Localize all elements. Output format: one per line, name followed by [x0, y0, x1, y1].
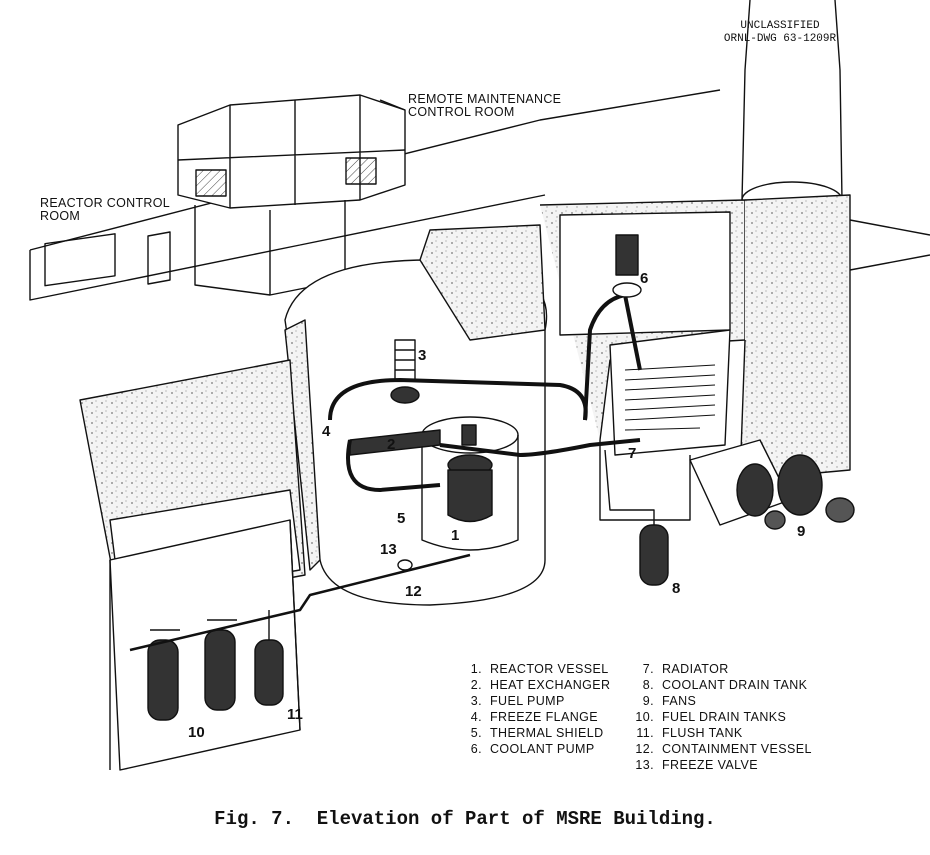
legend-item: 3. FUEL PUMP	[460, 693, 610, 709]
drain-cell	[79, 359, 306, 771]
drawing-number: ORNL-DWG 63-1209R	[723, 33, 837, 45]
legend-label: REACTOR VESSEL	[490, 662, 609, 676]
legend-num: 6.	[470, 742, 482, 756]
flush-tank	[254, 610, 284, 706]
legend-item: 4. FREEZE FLANGE	[460, 709, 610, 725]
legend-num: 1.	[470, 662, 482, 676]
building-walls	[29, 89, 930, 301]
remote-maintenance-label-line1: REMOTE MAINTENANCE	[408, 92, 562, 106]
legend-num: 5.	[470, 726, 482, 740]
legend-label: FREEZE FLANGE	[490, 710, 598, 724]
reactor-vessel	[447, 424, 493, 523]
classification-stamp: UNCLASSIFIED ORNL-DWG 63-1209R	[720, 20, 840, 46]
legend-item: 9. FANS	[632, 693, 812, 709]
legend-label: FREEZE VALVE	[662, 758, 759, 772]
legend-left: 1. REACTOR VESSEL 2. HEAT EXCHANGER 3. FUEL…	[460, 661, 610, 757]
legend-num: 10.	[635, 710, 654, 724]
legend-num: 13.	[635, 758, 654, 772]
legend-label: CONTAINMENT VESSEL	[662, 742, 812, 756]
legend-item: 12. CONTAINMENT VESSEL	[632, 741, 812, 757]
reactor-control-label-line2: ROOM	[40, 209, 81, 223]
reactor-control-label-line1: REACTOR CONTROL	[40, 196, 170, 210]
legend-item: 11. FLUSH TANK	[632, 725, 812, 741]
marker-1: 1	[451, 527, 460, 544]
marker-4: 4	[322, 423, 331, 440]
legend-label: RADIATOR	[662, 662, 729, 676]
legend-item: 2. HEAT EXCHANGER	[460, 677, 610, 693]
legend-label: FANS	[662, 694, 697, 708]
legend-num: 4.	[470, 710, 482, 724]
legend-right: 7. RADIATOR 8. COOLANT DRAIN TANK 9. FANS 1…	[632, 661, 812, 773]
legend-num: 11.	[636, 726, 654, 740]
legend-num: 2.	[470, 678, 482, 692]
marker-7: 7	[628, 445, 637, 462]
legend-item: 7. RADIATOR	[632, 661, 812, 677]
radiator	[624, 364, 716, 431]
legend-num: 3.	[470, 694, 482, 708]
legend-item: 10. FUEL DRAIN TANKS	[632, 709, 812, 725]
drain-line	[129, 553, 471, 652]
legend-label: HEAT EXCHANGER	[490, 678, 611, 692]
classification-line: UNCLASSIFIED	[740, 20, 820, 32]
marker-11: 11	[287, 706, 303, 723]
coolant-drain-tank	[604, 449, 669, 586]
marker-10: 10	[188, 724, 205, 741]
legend-item: 13. FREEZE VALVE	[632, 757, 812, 773]
marker-8: 8	[672, 580, 681, 597]
remote-maintenance-label: REMOTE MAINTENANCE CONTROL ROOM	[408, 93, 561, 119]
marker-9: 9	[797, 523, 806, 540]
marker-2: 2	[387, 436, 396, 453]
legend-item: 5. THERMAL SHIELD	[460, 725, 610, 741]
legend-item: 6. COOLANT PUMP	[460, 741, 610, 757]
reactor-control-label: REACTOR CONTROL ROOM	[40, 197, 170, 223]
legend-item: 8. COOLANT DRAIN TANK	[632, 677, 812, 693]
legend-num: 12.	[635, 742, 654, 756]
freeze-valve	[397, 559, 413, 571]
legend-label: COOLANT DRAIN TANK	[662, 678, 808, 692]
containment-pit	[284, 224, 548, 606]
marker-5: 5	[397, 510, 406, 527]
legend-label: FUEL PUMP	[490, 694, 565, 708]
marker-13: 13	[380, 541, 397, 558]
legend-num: 8.	[642, 678, 654, 692]
legend-label: THERMAL SHIELD	[490, 726, 604, 740]
legend-item: 1. REACTOR VESSEL	[460, 661, 610, 677]
marker-3: 3	[418, 347, 427, 364]
legend-num: 7.	[642, 662, 654, 676]
radiator-enclosure	[539, 194, 851, 521]
legend-label: FLUSH TANK	[662, 726, 743, 740]
marker-6: 6	[640, 270, 649, 287]
salt-piping	[328, 293, 642, 492]
remote-maintenance-room	[177, 94, 406, 296]
remote-maintenance-label-line2: CONTROL ROOM	[408, 105, 515, 119]
fans	[689, 439, 855, 530]
marker-12: 12	[405, 583, 422, 600]
figure-caption: Fig. 7. Elevation of Part of MSRE Buildi…	[214, 808, 716, 830]
legend-label: COOLANT PUMP	[490, 742, 595, 756]
legend-num: 9.	[642, 694, 654, 708]
coolant-pump	[612, 234, 642, 298]
fuel-pump	[390, 339, 420, 404]
legend-label: FUEL DRAIN TANKS	[662, 710, 787, 724]
